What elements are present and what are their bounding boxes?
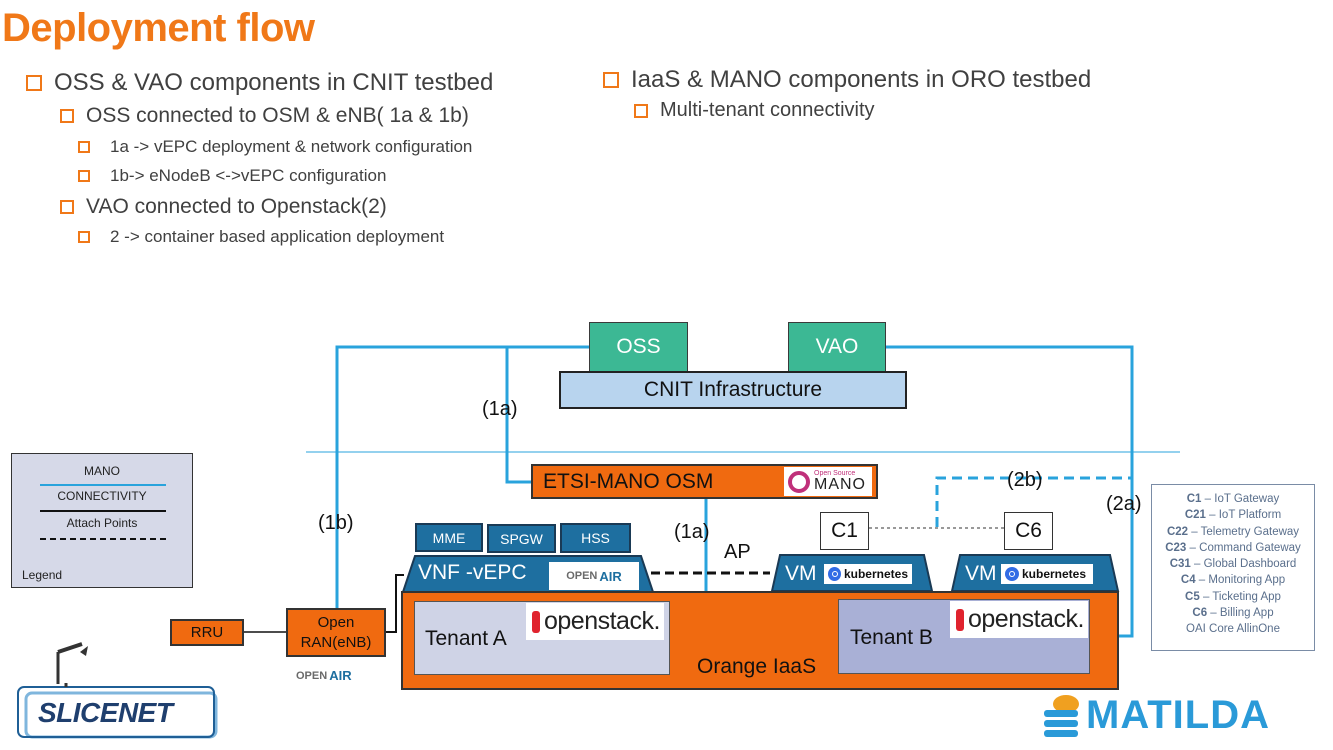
osm-mano-logo: Open Source MANO [784, 467, 872, 496]
label-1b: (1b) [318, 512, 354, 534]
tenant-b-openstack-logo: openstack. [950, 601, 1088, 638]
open-ran-box: Open RAN(eNB) [286, 608, 386, 657]
bullet-iaas-mano: IaaS & MANO components in ORO testbed [603, 66, 1091, 94]
label-ap: AP [724, 541, 751, 563]
osm-logo-big-text: MANO [814, 476, 866, 493]
legend-mano: MANO [84, 464, 120, 478]
vnf-oai-logo: OPEN AIR [549, 562, 639, 590]
bullet-oss-vao: OSS & VAO components in CNIT testbed [26, 69, 493, 97]
container-list-item: C22 – Telemetry Gateway [1166, 525, 1300, 538]
checkbox-bullet-icon [634, 103, 648, 118]
bullet-text: 2 -> container based application deploym… [110, 227, 445, 246]
container-list-item: OAI Core AllinOne [1186, 623, 1280, 636]
bullet-text: 1a -> vEPC deployment & network configur… [110, 137, 473, 156]
vm1-kubernetes-logo: kubernetes [824, 564, 912, 584]
legend-box: MANO CONNECTIVITY Attach Points Legend [11, 453, 193, 588]
slicenet-logo: SLICENET [14, 683, 222, 745]
container-list-item: C4 – Monitoring App [1180, 574, 1286, 587]
vm2-label: VM [965, 562, 997, 585]
tenant-a-label: Tenant A [425, 627, 507, 650]
mme-box: MME [415, 523, 483, 552]
bullet-2: 2 -> container based application deploym… [78, 227, 444, 247]
container-list-item: C6 – Billing App [1192, 607, 1274, 620]
legend-dashed-line [40, 538, 166, 540]
container-c1: C1 [820, 512, 869, 550]
bullet-oss-connected: OSS connected to OSM & eNB( 1a & 1b) [60, 104, 469, 128]
checkbox-bullet-icon [26, 75, 42, 91]
slicenet-logo-text: SLICENET [38, 697, 173, 728]
osm-swirl-icon [788, 470, 810, 493]
kubernetes-icon [1005, 567, 1019, 581]
checkbox-bullet-icon [603, 72, 619, 88]
label-1a-top: (1a) [482, 398, 518, 420]
antenna-icon [52, 640, 92, 684]
legend-title: Legend [22, 568, 63, 582]
container-list-item: C23 – Command Gateway [1165, 541, 1301, 554]
openstack-text: openstack. [544, 607, 660, 635]
hss-box: HSS [560, 523, 631, 553]
vnf-label: VNF -vEPC [418, 561, 527, 584]
bullet-text: OSS connected to OSM & eNB( 1a & 1b) [86, 104, 469, 127]
bullet-text: IaaS & MANO components in ORO testbed [631, 66, 1092, 93]
bullet-text: 1b-> eNodeB <->vEPC configuration [110, 166, 387, 185]
oss-to-osm-link [505, 347, 531, 484]
checkbox-bullet-icon [78, 170, 90, 182]
label-2a: (2a) [1106, 493, 1142, 515]
tenant-b-label: Tenant B [850, 626, 933, 649]
matilda-server-icon [1042, 694, 1080, 738]
oai-air-text: AIR [329, 668, 352, 683]
bullet-multitenant: Multi-tenant connectivity [634, 99, 875, 122]
legend-connectivity: CONNECTIVITY [57, 489, 147, 503]
slicenet-logo-graphic [17, 683, 218, 739]
kubernetes-text: kubernetes [1022, 567, 1087, 581]
bullet-text: Multi-tenant connectivity [660, 99, 875, 121]
page-title: Deployment flow [2, 6, 315, 50]
container-list-item: C1 – IoT Gateway [1186, 493, 1280, 505]
ran-to-vnf-link [386, 574, 404, 633]
dashed-2b-link [935, 476, 1132, 527]
label-2b: (2b) [1007, 469, 1043, 491]
vm2-kubernetes-logo: kubernetes [1001, 564, 1093, 584]
container-list-item: C21 – IoT Platform [1184, 509, 1282, 522]
bullet-1a: 1a -> vEPC deployment & network configur… [78, 137, 472, 157]
spgw-box: SPGW [487, 524, 556, 553]
checkbox-bullet-icon [60, 109, 74, 123]
openstack-icon [532, 610, 540, 633]
kubernetes-icon [828, 567, 841, 581]
container-list-item: C31 – Global Dashboard [1169, 558, 1297, 571]
kubernetes-text: kubernetes [843, 567, 908, 581]
container-c6: C6 [1004, 512, 1053, 550]
oss-to-ran-link [335, 345, 589, 608]
checkbox-bullet-icon [78, 231, 90, 243]
bullet-text: VAO connected to Openstack(2) [86, 195, 387, 218]
legend-connectivity-line [40, 484, 166, 486]
legend-attach: Attach Points [66, 516, 138, 530]
vao-box: VAO [788, 322, 886, 372]
oai-open-text: OPEN [296, 669, 328, 682]
orange-iaas-label: Orange IaaS [697, 655, 817, 678]
osm-label: ETSI-MANO OSM [543, 469, 714, 493]
oai-air-text: AIR [599, 568, 622, 584]
container-list-box: C1 – IoT Gateway C21 – IoT Platform C22 … [1151, 484, 1315, 651]
legend-solid-line [40, 510, 166, 512]
osm-box: ETSI-MANO OSM Open Source MANO [531, 464, 878, 499]
tenant-a-openstack-logo: openstack. [526, 603, 664, 640]
openstack-text: openstack. [968, 605, 1084, 633]
checkbox-bullet-icon [78, 141, 90, 153]
osm-logo-small-text: Open Source [814, 470, 856, 477]
label-1a-mid: (1a) [674, 521, 710, 543]
cnit-infrastructure-box: CNIT Infrastructure [559, 371, 907, 409]
rru-box: RRU [170, 619, 244, 646]
oai-open-text: OPEN [566, 570, 598, 582]
bullet-vao-connected: VAO connected to Openstack(2) [60, 195, 387, 219]
checkbox-bullet-icon [60, 200, 74, 214]
container-list-item: C5 – Ticketing App [1185, 590, 1281, 603]
matilda-logo-text: MATILDA [1086, 693, 1270, 737]
openstack-icon [956, 608, 964, 631]
vm1-label: VM [785, 562, 817, 585]
bullet-1b: 1b-> eNodeB <->vEPC configuration [78, 166, 386, 186]
ran-oai-logo: OPEN AIR [296, 668, 352, 683]
oss-box: OSS [589, 322, 688, 372]
bullet-text: OSS & VAO components in CNIT testbed [54, 69, 494, 96]
